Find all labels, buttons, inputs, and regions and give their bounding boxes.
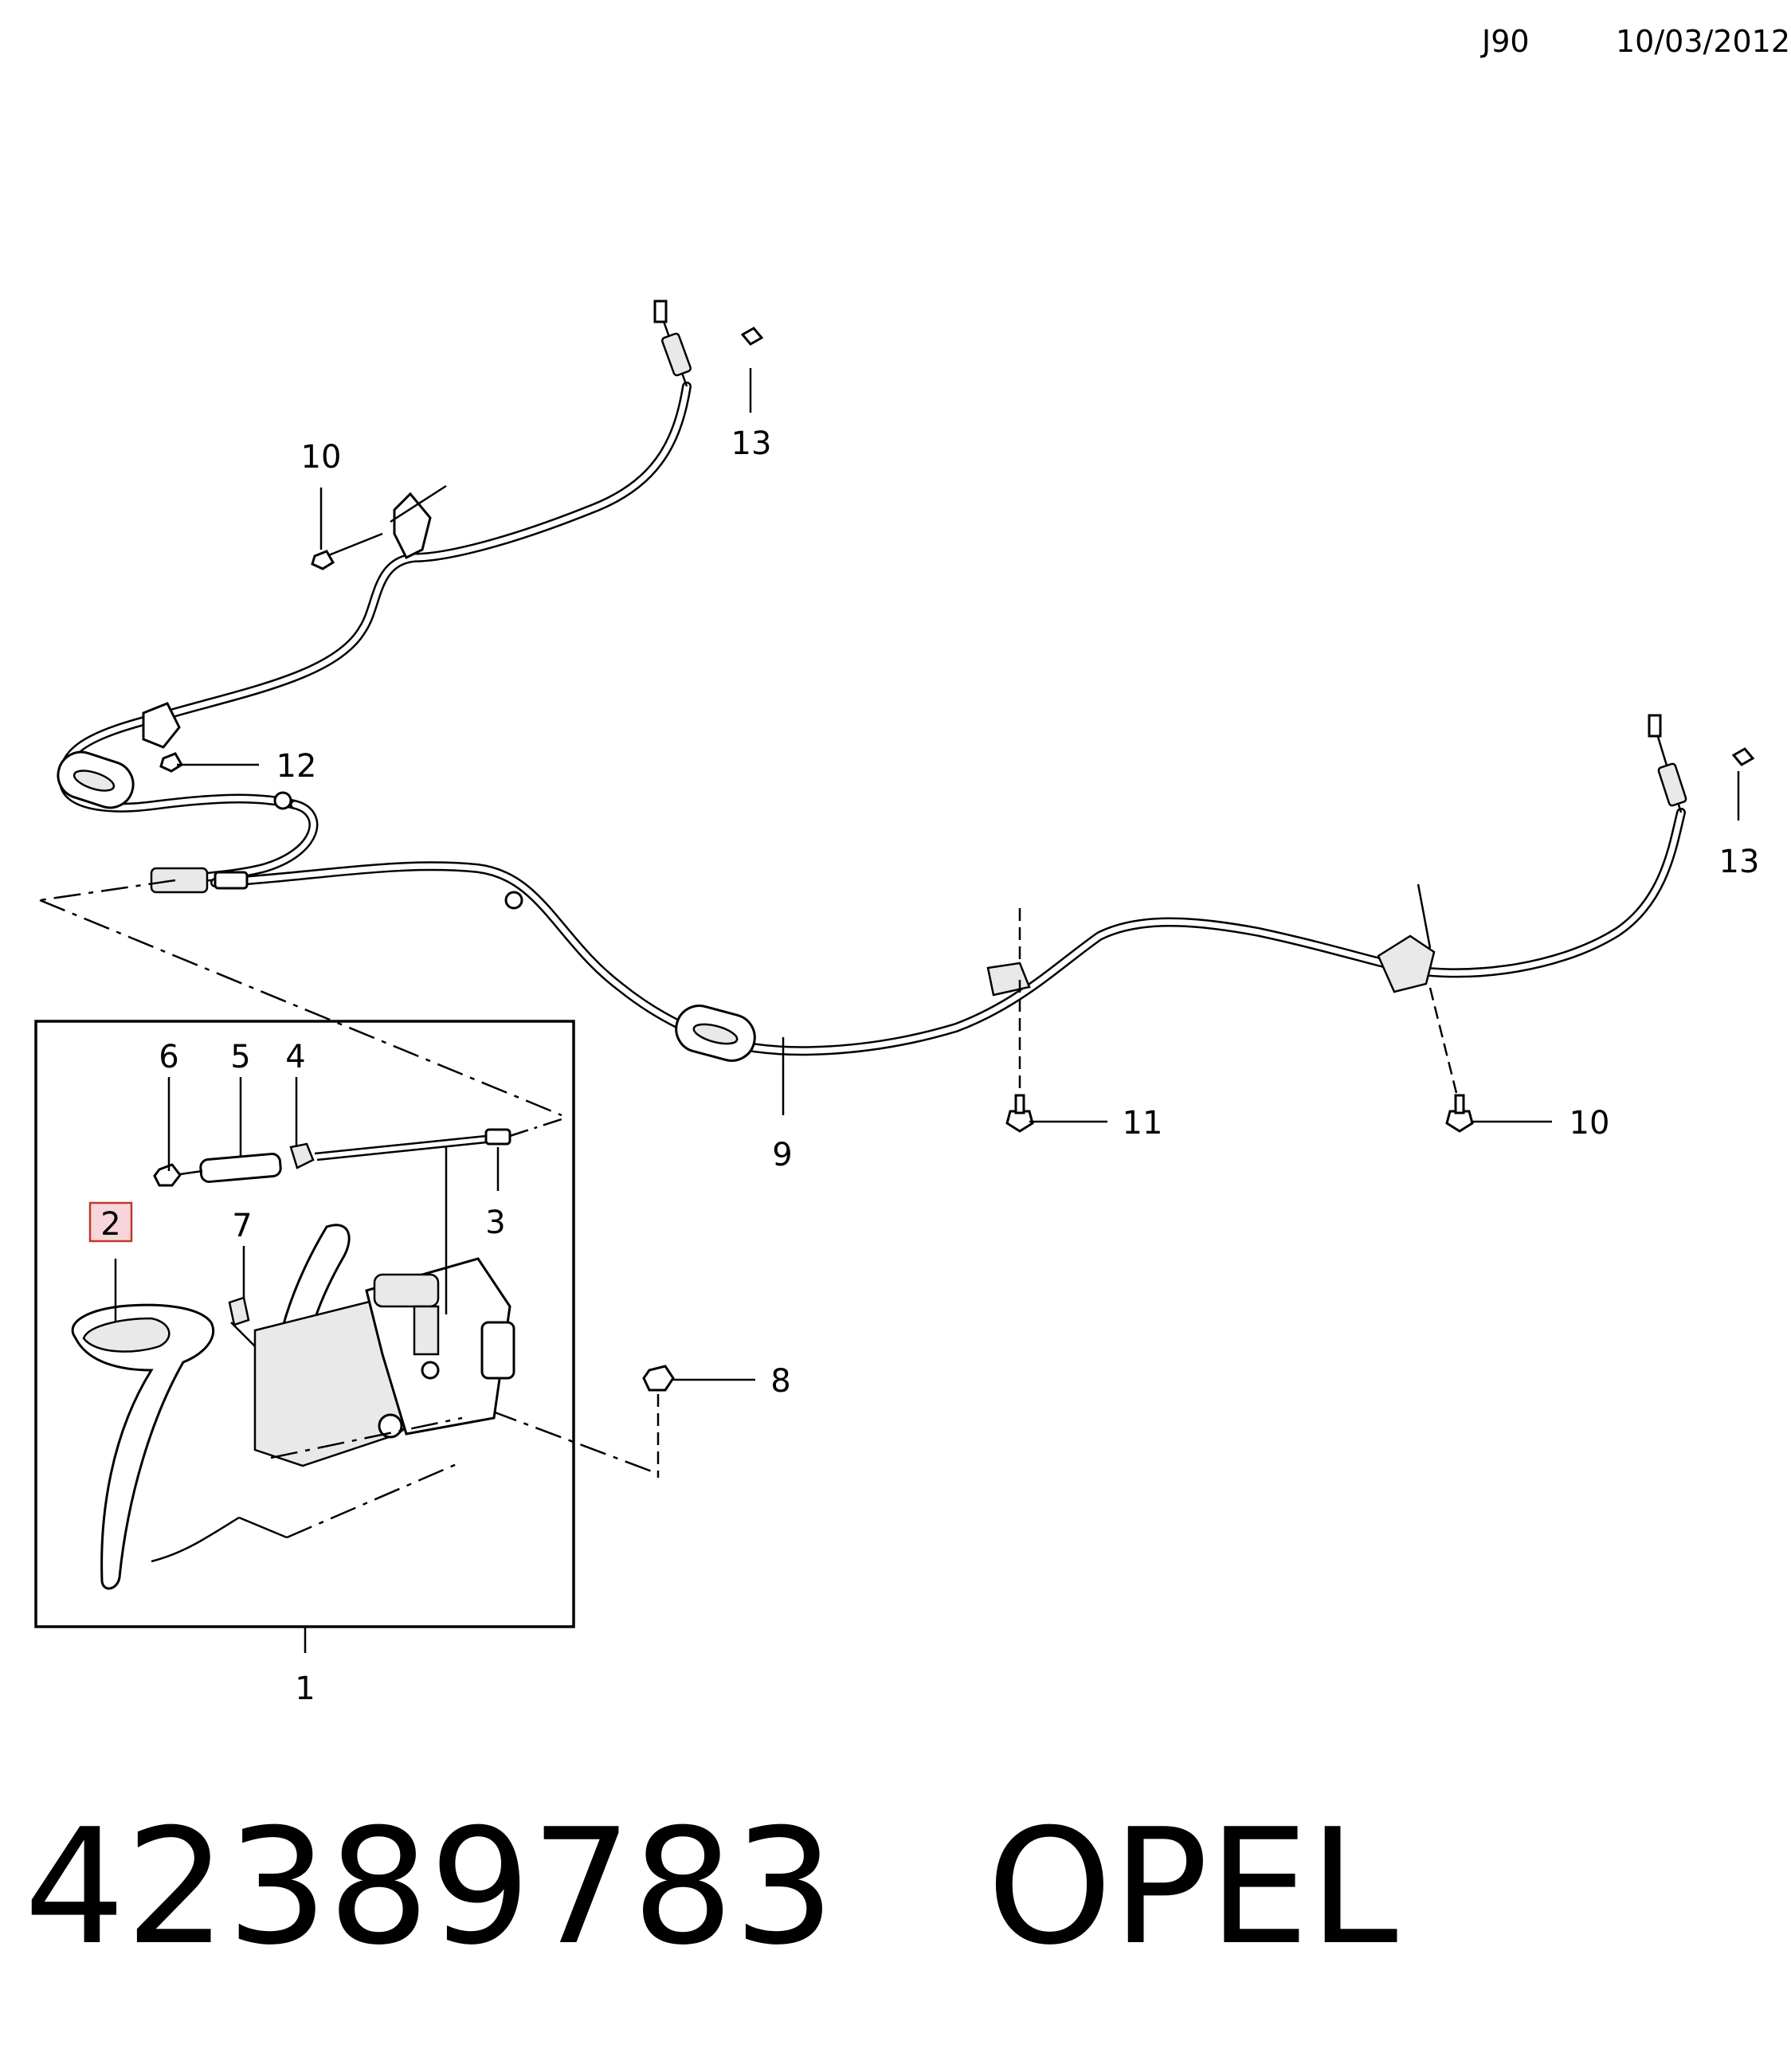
bracket-7 <box>228 1296 250 1326</box>
cable-clip-mid <box>504 891 523 910</box>
clip-4 <box>289 1142 315 1169</box>
callout-11[interactable]: 11 <box>1123 1105 1163 1142</box>
bolt-12 <box>159 752 184 773</box>
callout-3[interactable]: 3 <box>485 1204 505 1241</box>
nut-8 <box>642 1365 675 1478</box>
rear-cable-right <box>210 808 1686 1056</box>
brake-cables <box>58 382 1686 1056</box>
bolt-10-top <box>311 532 383 570</box>
dashed-leader-top <box>39 879 176 902</box>
cable-clip-13-top <box>740 327 764 346</box>
callout-7[interactable]: 7 <box>232 1208 252 1244</box>
cable-3 <box>314 1134 495 1155</box>
nut-6 <box>153 1163 182 1187</box>
bolt-11 <box>1005 908 1034 1133</box>
callout-10-top[interactable]: 10 <box>301 439 342 476</box>
dashed-leader-upper <box>39 899 562 1117</box>
bracket-10-top <box>390 484 447 560</box>
callout-13-top[interactable]: 13 <box>731 425 772 462</box>
part-footer: 42389783 OPEL <box>24 1808 1398 1968</box>
callout-12[interactable]: 12 <box>276 748 317 785</box>
callout-6[interactable]: 6 <box>159 1039 178 1075</box>
handle-grip-2 <box>71 1303 214 1590</box>
callout-9[interactable]: 9 <box>772 1137 792 1173</box>
callout-1[interactable]: 1 <box>295 1671 315 1707</box>
damper-5 <box>199 1153 282 1183</box>
callout-5[interactable]: 5 <box>230 1039 250 1075</box>
callout-10-right[interactable]: 10 <box>1570 1105 1610 1142</box>
cable-end-right <box>1648 714 1687 813</box>
callout-13-right[interactable]: 13 <box>1719 844 1760 880</box>
connector-equalizer <box>150 791 292 894</box>
assembly-components <box>71 1118 562 1590</box>
callout-2[interactable]: 2 <box>100 1206 120 1243</box>
brand-name: OPEL <box>986 1795 1398 1980</box>
callout-8[interactable]: 8 <box>770 1363 790 1400</box>
part-number: 42389783 <box>24 1795 835 1980</box>
callout-2-highlight <box>88 1201 133 1243</box>
bolt-10-right <box>1417 883 1474 1133</box>
callout-4[interactable]: 4 <box>285 1039 305 1075</box>
cable-clip-13-right <box>1731 747 1755 766</box>
diagram-code: J90 <box>1482 24 1530 59</box>
bracket-10-right <box>1377 934 1436 993</box>
callout-leaders <box>114 368 1740 1381</box>
cable-end-left <box>653 300 692 387</box>
diagram-date: 10/03/2012 <box>1616 24 1791 59</box>
bracket-12 <box>142 702 181 749</box>
cable-grommet-left <box>57 750 135 809</box>
cable-grommet-9 <box>675 1005 756 1062</box>
